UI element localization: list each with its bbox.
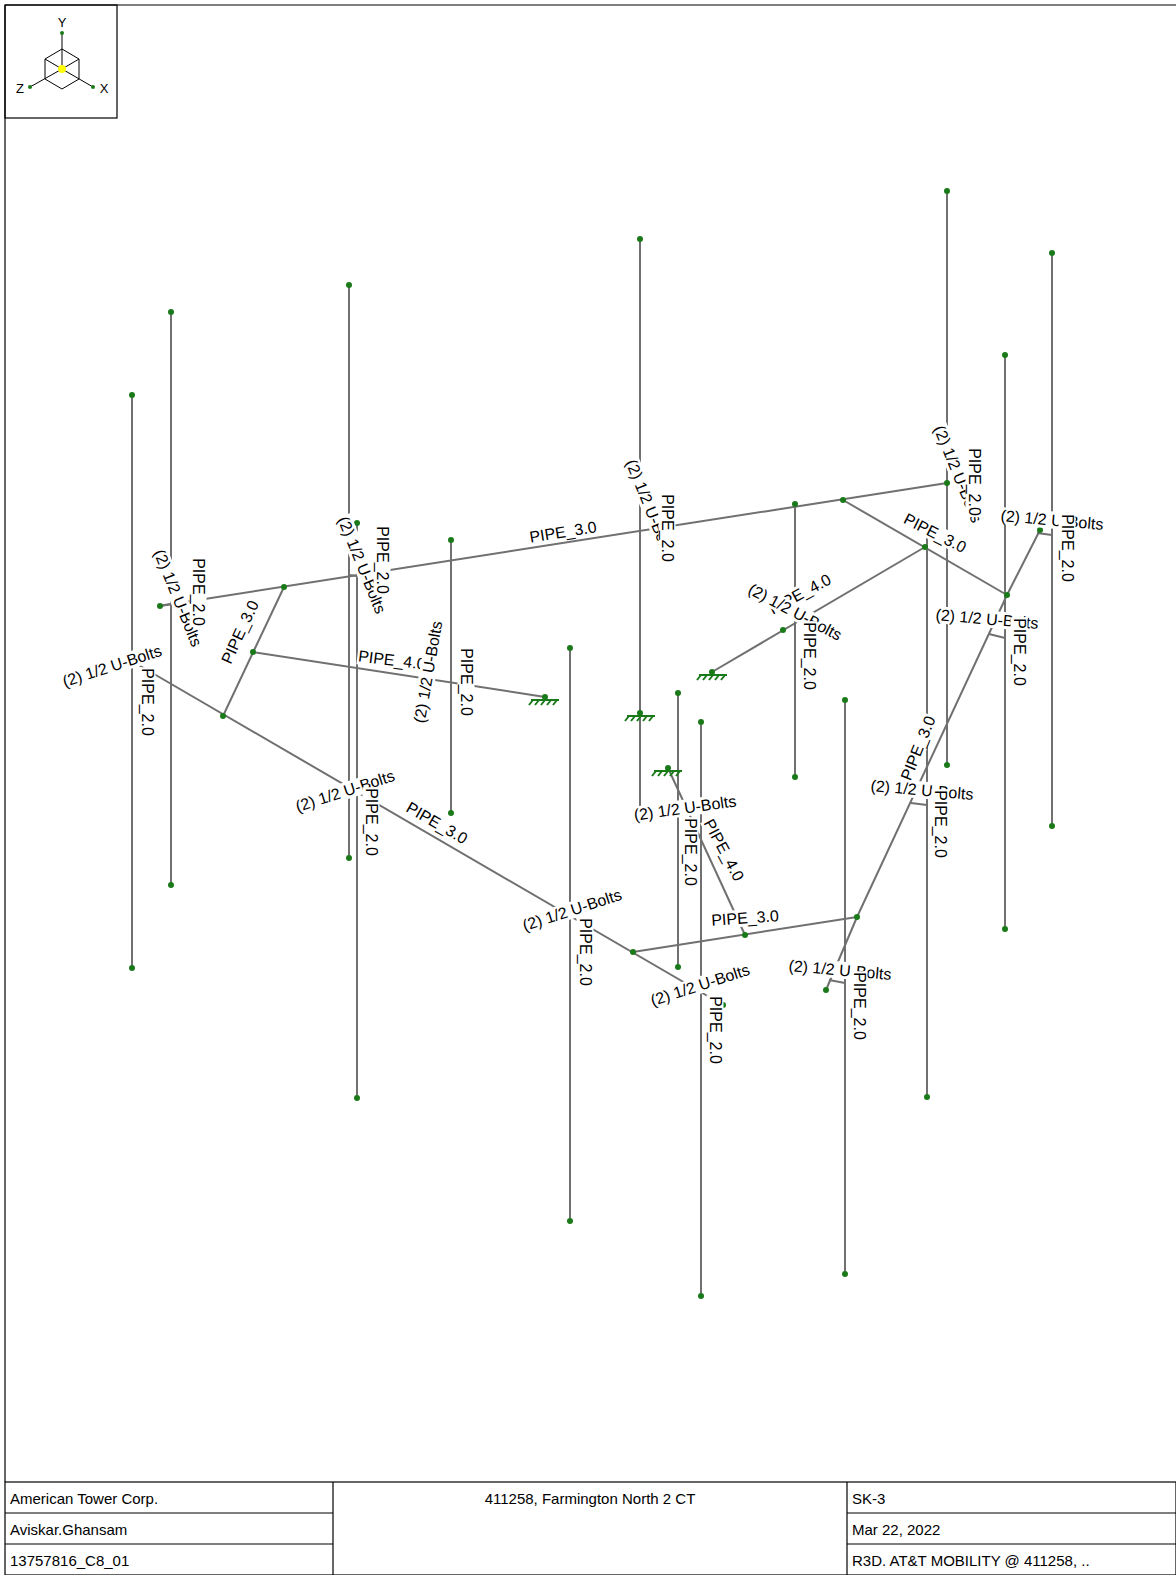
member-label: PIPE_2.0: [801, 621, 818, 691]
standoff: [450, 672, 452, 684]
triad-dot: [60, 31, 64, 35]
pipe: [569, 648, 571, 1221]
triad-axis: [62, 69, 93, 87]
support-symbol: [697, 675, 727, 680]
member-label: PIPE_3.0: [897, 713, 939, 784]
standoff: [829, 980, 845, 983]
title-block-rule: [5, 1512, 333, 1513]
member-label: PIPE_2.0: [363, 787, 380, 857]
triad-dot: [91, 85, 95, 89]
member-label: PIPE_3.0: [527, 518, 598, 546]
member-label: PIPE_2.0: [458, 647, 475, 717]
member-label: (2) 1/2 U-Bolts: [787, 957, 893, 983]
standoff: [989, 634, 1005, 638]
pipe: [677, 693, 679, 967]
member: [1007, 530, 1040, 595]
title-block-cell: SK-3: [852, 1490, 885, 1507]
pipe: [844, 700, 846, 1274]
member-label: PIPE_3.0: [403, 798, 472, 848]
pipe: [356, 523, 358, 1098]
member: [857, 595, 1007, 917]
member-label: (2) 1/2 U-Bolts: [519, 886, 624, 935]
member-label: PIPE_4.0: [700, 815, 748, 884]
member-label: PIPE_2.0: [659, 493, 676, 563]
title-block-cell: 13757816_C8_01: [10, 1552, 129, 1569]
axis-label: Z: [15, 80, 25, 97]
frame-line: [5, 4, 1176, 5]
support-symbol: [529, 700, 559, 705]
pipe: [794, 504, 796, 777]
member-label: PIPE_2.0: [932, 789, 949, 859]
member-label: PIPE_2.0: [707, 995, 724, 1065]
standoff: [1037, 533, 1052, 535]
title-block-rule: [332, 1482, 333, 1575]
triad-origin: [58, 65, 66, 73]
pipe: [926, 523, 928, 1097]
member-label: PIPE_2.0: [1059, 513, 1076, 583]
mast-pipes: [132, 191, 1052, 1296]
title-block-cell: 411258, Farmington North 2 CT: [485, 1490, 696, 1507]
support-symbol: [625, 716, 655, 721]
pipe: [1004, 355, 1006, 929]
title-block-rule: [5, 1543, 333, 1544]
pipe: [639, 239, 641, 813]
title-block-rule: [847, 1512, 1176, 1513]
frame-members: [130, 483, 1052, 1005]
member-label: PIPE_2.0: [1011, 617, 1028, 687]
title-block-cell: R3D. AT&T MOBILITY @ 411258, ..: [852, 1552, 1090, 1569]
member-label: (2) 1/2 U-Bolts: [292, 767, 397, 816]
member-label: PIPE_2.0: [374, 525, 391, 595]
axis-label: X: [99, 80, 110, 97]
standoff: [349, 575, 357, 576]
title-block-cell: Aviskar.Ghansam: [10, 1521, 127, 1538]
title-block-rule: [847, 1543, 1176, 1544]
joints: [127, 188, 1055, 1299]
border: [5, 5, 1176, 1575]
triad-axis: [30, 69, 62, 87]
standoff: [911, 803, 927, 805]
title-block-rule: [846, 1482, 847, 1575]
frame-line: [4, 5, 5, 1482]
member-label: PIPE_2.0: [966, 447, 983, 517]
pipe: [131, 395, 133, 968]
member-label: PIPE_2.0: [682, 817, 699, 887]
support-symbol: [652, 771, 682, 776]
member-label: PIPE_2.0: [851, 971, 868, 1041]
member-label: PIPE_3.0: [900, 510, 970, 557]
triad-dot: [28, 85, 32, 89]
member-label: PIPE_2.0: [190, 557, 207, 627]
member: [712, 547, 925, 672]
pipe: [348, 285, 350, 858]
pipe: [450, 540, 452, 813]
title-block-cell: Mar 22, 2022: [852, 1521, 940, 1538]
title-block: [5, 1482, 1176, 1575]
axis-label: Y: [57, 14, 68, 31]
triad-axis: [62, 33, 63, 69]
pipe: [1051, 253, 1053, 826]
member-label: (2) 1/2 U-Bolts: [869, 777, 975, 803]
title-block-cell: American Tower Corp.: [10, 1490, 158, 1507]
member-label: PIPE_3.0: [218, 597, 263, 667]
axis-triad: [28, 31, 95, 89]
member-label: PIPE_2.0: [139, 667, 156, 737]
triad-box: [5, 5, 117, 118]
member-label: (2) 1/2 U-Bolts: [411, 619, 446, 725]
member-label: PIPE_3.0: [710, 907, 781, 929]
pipe: [946, 191, 948, 765]
fixed-supports: [529, 675, 727, 776]
member-label: PIPE_2.0: [577, 917, 594, 987]
